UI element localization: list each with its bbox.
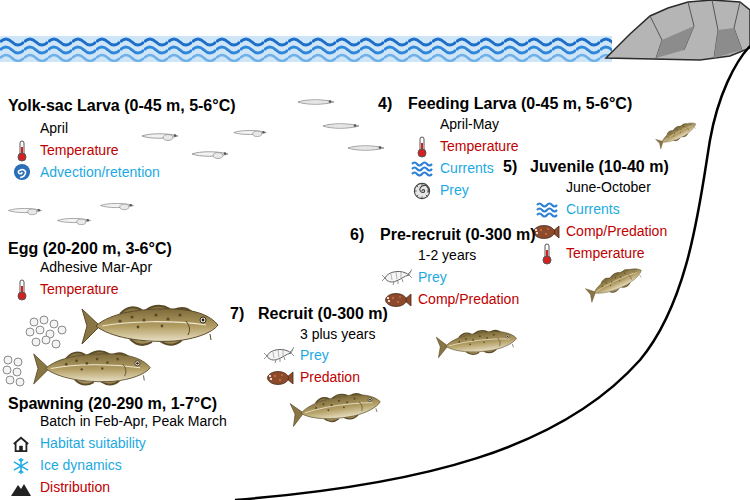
egg <box>16 378 24 386</box>
rock-shade <box>714 28 742 58</box>
timing-text: April-May <box>440 116 499 133</box>
blue-factor: Advection/retention <box>40 164 160 181</box>
blue-factor: Habitat suitability <box>40 435 146 452</box>
distribution-icon <box>11 484 31 496</box>
predator-icon <box>534 226 560 239</box>
timing-text: Batch in Feb-Apr, Peak March <box>40 413 227 430</box>
yolk-sac-larva <box>101 203 134 209</box>
red-factor: Distribution <box>40 479 110 496</box>
stage-heading: Feeding Larva (0-45 m, 5-6°C) <box>408 94 632 113</box>
stage-heading: Spawning (20-290 m, 1-7°C) <box>8 394 217 413</box>
timing-text: 1-2 years <box>418 247 476 264</box>
recruit-cod <box>290 389 382 427</box>
prey-icon <box>382 269 412 285</box>
thermometer-icon <box>18 141 26 161</box>
timing-text: April <box>40 120 68 137</box>
stage-heading: Pre-recruit (0-300 m) <box>380 225 536 244</box>
ice-icon <box>14 458 28 474</box>
red-factor: Temperature <box>40 142 119 159</box>
habitat-icon <box>14 438 28 452</box>
stage-heading: Recruit (0-300 m) <box>258 304 388 323</box>
blue-factor: Ice dynamics <box>40 457 122 474</box>
juvenile-cod <box>585 263 645 303</box>
stage-heading: Egg (20-200 m, 3-6°C) <box>8 239 172 258</box>
yolk-sac-larva <box>142 134 178 141</box>
blue-factor: Currents <box>566 201 620 218</box>
yolk-sac-larva <box>234 130 266 136</box>
egg <box>32 338 40 346</box>
sea-surface <box>0 36 612 62</box>
stage-heading: Yolk-sac Larva (0-45 m, 5-6°C) <box>8 96 236 115</box>
egg <box>50 320 58 328</box>
spawning-cod <box>34 351 151 385</box>
yolk-sac-larva <box>9 208 42 214</box>
egg <box>58 326 66 334</box>
red-factor: Temperature <box>440 138 519 155</box>
egg <box>3 366 11 374</box>
callout-number: 4) <box>378 94 392 113</box>
egg <box>52 340 60 348</box>
timing-text: 3 plus years <box>300 326 375 343</box>
rock-shade <box>656 26 694 58</box>
red-factor: Predation <box>300 369 360 386</box>
stage-heading: Juvenile (10-40 m) <box>530 157 669 176</box>
timing-text: June-October <box>566 179 651 196</box>
yolk-sac-larva <box>58 218 91 224</box>
blue-factor: Prey <box>440 182 469 199</box>
egg <box>42 336 50 344</box>
red-factor: Comp/Predation <box>418 291 519 308</box>
callout-number: 5) <box>503 157 517 176</box>
pre-recruit-cod <box>436 327 518 358</box>
yolk-sac-larva <box>192 152 228 159</box>
red-factor: Temperature <box>566 245 645 262</box>
egg <box>6 376 14 384</box>
egg <box>30 318 38 326</box>
feeding-larva <box>323 124 359 129</box>
thermometer-icon <box>18 280 26 300</box>
mountain-rock <box>606 0 750 60</box>
timing-text: Adhesive Mar-Apr <box>40 259 152 276</box>
prey-icon <box>264 347 294 363</box>
egg <box>14 358 22 366</box>
egg <box>26 328 34 336</box>
egg <box>4 356 12 364</box>
thermometer-icon <box>543 244 551 264</box>
feeding-larva <box>298 100 334 105</box>
juvenile-cod <box>655 118 699 149</box>
egg <box>36 326 44 334</box>
egg <box>13 368 21 376</box>
thermometer-icon <box>418 137 426 157</box>
callout-number: 7) <box>230 304 244 323</box>
predator-icon <box>386 294 412 307</box>
blue-factor: Prey <box>300 347 329 364</box>
red-factor: Temperature <box>40 281 119 298</box>
egg <box>40 316 48 324</box>
seabed-line <box>235 46 750 500</box>
rock-crack <box>650 0 742 58</box>
callout-number: 6) <box>350 225 364 244</box>
blue-factor: Currents <box>440 160 494 177</box>
mountain <box>606 0 750 60</box>
feeding-larva <box>348 146 384 151</box>
red-factor: Comp/Predation <box>566 223 667 240</box>
predator-icon <box>268 372 294 385</box>
egg-cluster <box>3 316 66 386</box>
currents-icon <box>537 204 557 217</box>
blue-factor: Prey <box>418 269 447 286</box>
spawning-cod <box>82 306 218 345</box>
currents-icon <box>412 163 432 176</box>
advection-icon <box>14 164 30 180</box>
prey-icon <box>414 183 429 198</box>
